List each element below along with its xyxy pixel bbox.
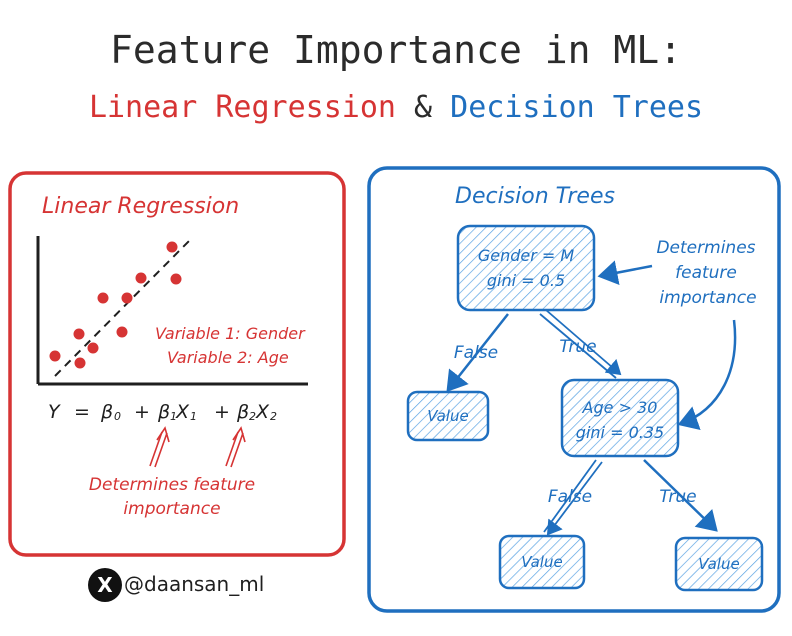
dt-edge-false-2-label: False [548,487,592,507]
eq-beta1: β [157,401,170,423]
lr-variable-1: Variable 1: Gender [155,324,306,343]
lr-point [135,272,147,284]
dt-edge-true-2 [643,459,718,532]
eq-x2-sub: 2 [270,410,277,423]
lr-panel-border [8,171,346,557]
dt-panel-border [367,166,781,613]
eq-beta1-sub: 1 [170,410,177,423]
page-title: Feature Importance in ML: [110,28,682,72]
eq-plus-2: + [214,401,230,423]
dt-mid-line-1: Age > 30 [582,398,658,417]
eq-x1-sub: 1 [190,410,197,423]
eq-beta2-sub: 2 [249,410,256,423]
subtitle-linear-regression: Linear Regression [88,90,396,125]
lr-heading: Linear Regression [42,194,239,219]
dt-root-line-1: Gender = M [478,246,575,265]
lr-regression-line [54,239,191,377]
lr-point [73,328,85,340]
lr-point [116,326,128,338]
eq-beta0: β [100,401,113,423]
dt-edge-true-2-label: True [659,487,696,507]
lr-point [49,350,61,362]
lr-annotation-line-2: importance [123,499,220,519]
eq-x2: X [255,401,270,423]
dt-edge-true-1-label: True [559,337,596,357]
dt-root-line-2: gini = 0.5 [487,271,565,290]
dt-leaf-left: Value [406,390,490,442]
linear-regression-panel: Linear Regression Variable 1: Gender V [8,171,346,557]
subtitle-ampersand: & [414,90,433,125]
dt-leaf-left-label: Value [427,407,468,425]
lr-variable-2: Variable 2: Age [167,348,289,367]
dt-annotation-line-2: feature [675,263,737,283]
lr-beta2-arrow [225,426,246,468]
lr-point [97,292,109,304]
dt-leaf-bottom-right: Value [674,536,764,592]
lr-point [121,292,133,304]
dt-annotation-arrow-root [597,260,653,285]
dt-heading: Decision Trees [455,184,615,209]
dt-annotation-arrow-mid [677,319,737,431]
author-handle: @daansan_ml [124,572,265,596]
dt-edge-true-1a [539,313,617,379]
dt-leaf-bottom-left: Value [498,534,586,590]
subtitle-decision-trees: Decision Trees [450,90,704,125]
lr-scatter-points [49,241,182,369]
eq-equals: = [74,401,90,423]
dt-edge-false-1-label: False [454,343,498,363]
lr-annotation-line-1: Determines feature [89,475,255,495]
lr-point [87,342,99,354]
dt-annotation-line-3: importance [659,288,756,308]
lr-point [166,241,178,253]
dt-annotation-line-1: Determines [656,238,755,258]
lr-equation: Y = β 0 + β 1 X 1 + β 2 X 2 [48,401,277,423]
page-subtitle: Linear Regression & Decision Trees [0,90,792,125]
dt-mid-line-2: gini = 0.35 [576,423,664,442]
decision-trees-panel: Decision Trees Gender = M gini = 0.5 Det… [367,166,781,613]
dt-edge-true-1b [545,309,622,376]
lr-beta1-arrow [149,426,170,468]
dt-leaf-bottom-left-label: Value [521,553,562,571]
dt-mid-node: Age > 30 gini = 0.35 [560,378,680,458]
dt-leaf-bottom-right-label: Value [698,555,739,573]
lr-point [74,357,86,369]
dt-root-node: Gender = M gini = 0.5 [456,224,596,312]
dt-edge-false-1 [446,313,509,392]
dt-edge-false-2b [546,461,603,536]
eq-plus-1: + [134,401,150,423]
eq-y: Y [48,401,61,423]
eq-beta2: β [236,401,249,423]
eq-beta0-sub: 0 [114,410,121,423]
eq-x1: X [175,401,190,423]
x-logo-icon: X [88,568,122,602]
lr-point [170,273,182,285]
